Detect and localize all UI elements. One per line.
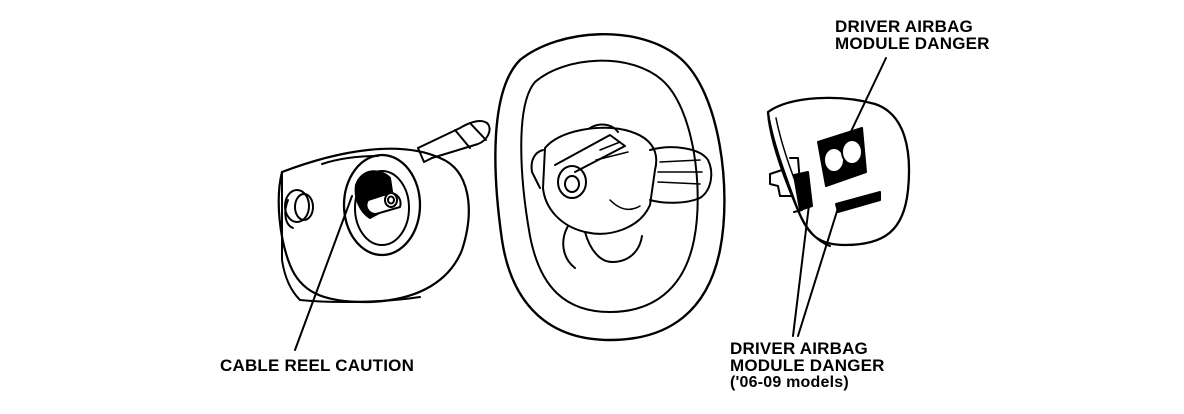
label-line: CABLE REEL CAUTION: [220, 356, 415, 375]
driver-airbag-module-danger-label: DRIVER AIRBAG MODULE DANGER: [835, 18, 990, 52]
steering-wheel-illustration: [494, 33, 726, 342]
driver-airbag-module-danger-label-06-09: DRIVER AIRBAG MODULE DANGER ('06-09 mode…: [730, 340, 885, 391]
label-line: ('06-09 models): [730, 374, 849, 391]
label-line: DRIVER AIRBAG: [730, 339, 868, 358]
cable-reel-caution-label: CABLE REEL CAUTION: [220, 357, 414, 374]
steering-column-illustration: [277, 120, 491, 351]
label-line: MODULE DANGER: [835, 34, 990, 53]
label-line: DRIVER AIRBAG: [835, 17, 973, 36]
airbag-module-illustration: [766, 57, 911, 337]
label-line: MODULE DANGER: [730, 356, 885, 375]
